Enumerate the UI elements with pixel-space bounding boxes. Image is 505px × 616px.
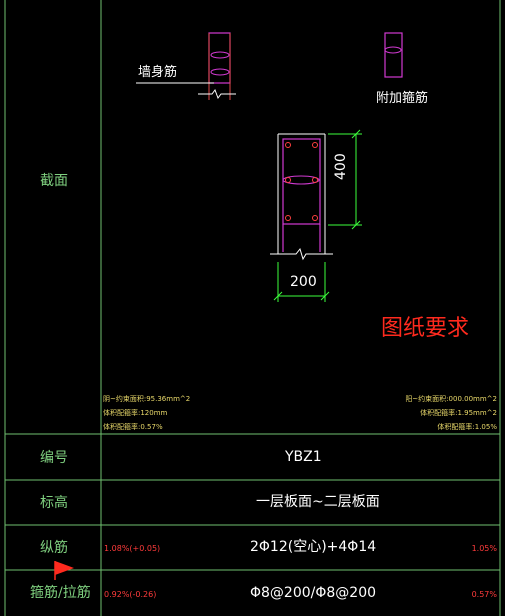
- right-note-2: 体积配箍率:1.95mm^2: [420, 409, 497, 417]
- label-number: 编号: [40, 450, 68, 466]
- left-note-1: 阴~约束面积:95.36mm^2: [103, 395, 191, 403]
- stirrup-left-pct: 0.92%(-0.26): [104, 590, 157, 599]
- wall-rebar-detail: [136, 32, 236, 100]
- flag-icon: [54, 561, 74, 580]
- left-note-2: 体积配箍率:120mm: [103, 409, 168, 417]
- label-elevation: 标高: [40, 495, 68, 511]
- right-note-1: 阳~约束面积:000.00mm^2: [405, 395, 497, 403]
- dimension-width: 200: [290, 274, 317, 290]
- dimension-height: 400: [333, 153, 349, 180]
- elevation-value: 一层板面~二层板面: [256, 494, 380, 510]
- wall-rebar-caption: 墙身筋: [138, 65, 178, 80]
- extra-stirrup-caption: 附加箍筋: [376, 91, 429, 106]
- label-longitudinal: 纵筋: [40, 540, 68, 556]
- stirrup-value: Φ8@200/Φ8@200: [250, 585, 377, 601]
- main-section: [270, 129, 362, 302]
- table-grid: [4, 0, 501, 616]
- longitudinal-left-pct: 1.08%(+0.05): [104, 544, 161, 553]
- longitudinal-value: 2Φ12(空心)+4Φ14: [250, 539, 377, 555]
- extra-stirrup-detail: [384, 32, 403, 78]
- longitudinal-right-pct: 1.05%: [471, 544, 497, 553]
- label-section: 截面: [40, 173, 68, 189]
- stirrup-right-pct: 0.57%: [471, 590, 497, 599]
- label-stirrup: 箍筋/拉筋: [30, 585, 91, 601]
- requirement-note: 图纸要求: [381, 316, 470, 341]
- right-note-3: 体积配箍率:1.05%: [437, 423, 497, 431]
- left-note-3: 体积配箍率:0.57%: [103, 423, 163, 431]
- number-value: YBZ1: [285, 449, 322, 465]
